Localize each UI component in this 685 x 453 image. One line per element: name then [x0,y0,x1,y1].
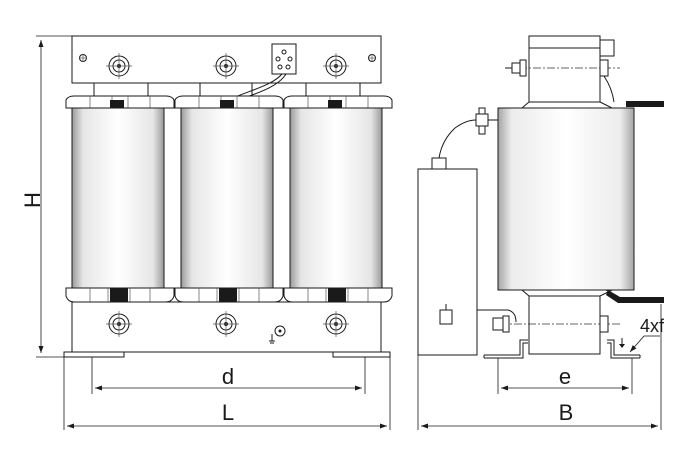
dim-label-d: d [222,364,234,389]
side-top-lug [599,39,615,57]
side-top-busbar [626,101,664,107]
dimension-B: B [417,304,662,430]
side-terminal-box [417,168,478,356]
coil-3 [289,107,383,289]
side-view [417,35,664,359]
coil-2 [180,107,274,289]
front-top-terminals [106,53,349,79]
front-lower-flanges [65,287,393,304]
front-foot-left [63,351,125,358]
dimension-H: H [20,35,72,358]
side-bottom-clamp [528,295,601,355]
front-top-holes [79,54,376,62]
dimension-4xf: 4xf [629,316,665,353]
side-bottom-bolt [492,315,609,333]
side-cable-gland [475,107,498,135]
dim-label-e: e [559,364,571,389]
dimension-L: L [63,357,391,430]
thermal-switch [221,43,297,105]
front-foot-right [332,351,391,358]
ground-symbol [269,325,286,344]
front-view [63,35,393,358]
front-bottom-terminals [106,311,349,337]
side-top-clamp [528,35,601,103]
side-box-bolt [439,304,517,325]
coil-1 [71,107,165,289]
front-upper-flanges [65,95,393,109]
dim-label-L: L [222,400,234,425]
front-base-frame [71,301,382,353]
side-ground-mark [619,338,625,348]
side-coil [497,107,635,291]
dim-label-H: H [20,192,45,208]
dimension-d: d [91,357,366,394]
dimension-e: e [497,358,633,394]
dim-label-B: B [559,400,574,425]
dim-label-4xf: 4xf [640,316,665,336]
